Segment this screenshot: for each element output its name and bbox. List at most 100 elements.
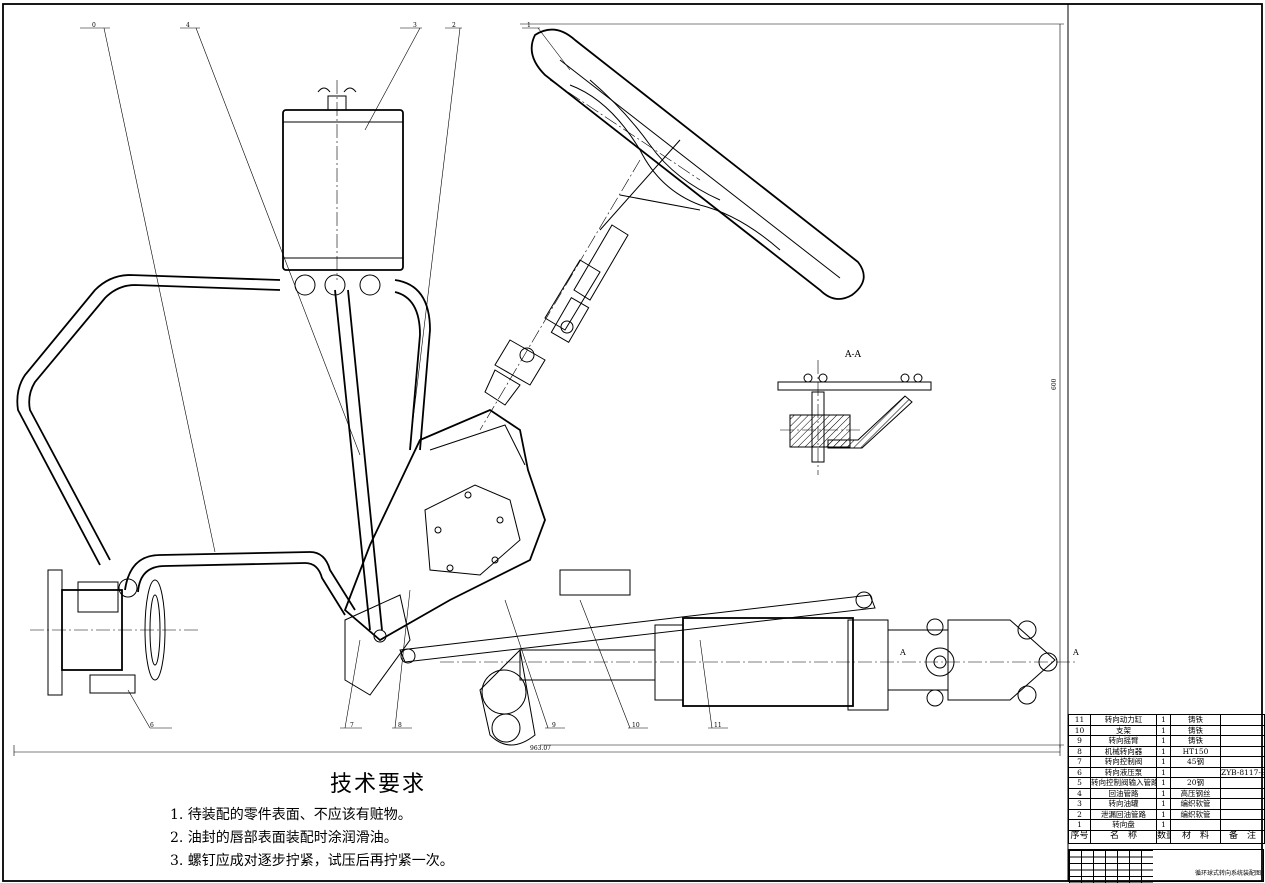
- parts-cell-remark: [1220, 787, 1265, 799]
- width-dimension: 963.07: [530, 745, 551, 752]
- technical-requirements: 技术要求 1. 待装配的零件表面、不应该有赃物。 2. 油封的唇部表面装配时涂润…: [170, 766, 670, 873]
- parts-cell-qty: 1: [1156, 808, 1171, 820]
- parts-cell-name: 回油管路: [1090, 787, 1157, 799]
- parts-cell-material: 铸铁: [1170, 724, 1221, 736]
- parts-cell-remark: [1220, 777, 1265, 789]
- parts-cell-qty: 1: [1156, 724, 1171, 736]
- tech-req-item: 2. 油封的唇部表面装配时涂润滑油。: [170, 830, 398, 846]
- parts-cell-no: 10: [1068, 724, 1091, 736]
- steering-arm: [399, 591, 876, 746]
- section-view-title: A-A: [844, 350, 862, 360]
- hydraulic-pipes: [16, 274, 431, 631]
- section-arrow-right: A: [1072, 648, 1079, 657]
- parts-cell-material: 编织软管: [1170, 808, 1221, 820]
- header-qty: 数量: [1156, 829, 1171, 844]
- parts-cell-qty: 1: [1156, 735, 1171, 747]
- parts-cell-qty: 1: [1156, 714, 1171, 726]
- parts-cell-qty: 1: [1156, 766, 1171, 778]
- label-8: 8: [398, 722, 402, 729]
- label-7: 7: [350, 722, 354, 729]
- header-no: 序号: [1068, 829, 1091, 844]
- section-arrow-left: A: [899, 648, 906, 657]
- parts-cell-qty: 1: [1156, 819, 1171, 831]
- parts-cell-name: 支架: [1090, 724, 1157, 736]
- parts-cell-no: 6: [1068, 766, 1091, 778]
- parts-cell-remark: [1220, 714, 1265, 726]
- parts-cell-remark: [1220, 798, 1265, 810]
- parts-cell-no: 3: [1068, 798, 1091, 810]
- tech-req-item: 1. 待装配的零件表面、不应该有赃物。: [170, 807, 412, 823]
- parts-cell-material: 45钢: [1170, 756, 1221, 768]
- parts-list-header: 序号 名 称 数量 材 料 备 注: [1068, 829, 1265, 844]
- parts-cell-name: 转向摇臂: [1090, 735, 1157, 747]
- parts-cell-name: 转向控制阀输入管路: [1090, 777, 1157, 789]
- parts-cell-material: 20钢: [1170, 777, 1221, 789]
- parts-cell-material: HT150: [1170, 745, 1221, 757]
- parts-cell-name: 机械转向器: [1090, 745, 1157, 757]
- parts-cell-no: 7: [1068, 756, 1091, 768]
- label-10: 10: [632, 722, 640, 729]
- parts-cell-no: 4: [1068, 787, 1091, 799]
- overall-dimensions: [13, 23, 1064, 756]
- parts-cell-name: 转向控制阀: [1090, 756, 1157, 768]
- parts-cell-material: 高压钢丝: [1170, 787, 1221, 799]
- label-3: 3: [413, 22, 417, 29]
- parts-cell-name: 泄漏回油管路: [1090, 808, 1157, 820]
- parts-cell-no: 1: [1068, 819, 1091, 831]
- header-name: 名 称: [1090, 829, 1157, 844]
- parts-cell-material: [1170, 819, 1221, 831]
- label-1: 1: [527, 22, 531, 29]
- parts-cell-remark: [1220, 724, 1265, 736]
- label-9: 9: [552, 722, 556, 729]
- hydraulic-pump: [30, 569, 200, 696]
- parts-cell-qty: 1: [1156, 745, 1171, 757]
- parts-cell-remark: [1220, 735, 1265, 747]
- parts-cell-no: 11: [1068, 714, 1091, 726]
- label-6: 6: [150, 722, 154, 729]
- parts-cell-qty: 1: [1156, 777, 1171, 789]
- parts-cell-no: 8: [1068, 745, 1091, 757]
- parts-cell-material: 铸铁: [1170, 735, 1221, 747]
- height-dimension: 600: [1051, 378, 1058, 390]
- parts-cell-name: 转向动力缸: [1090, 714, 1157, 726]
- parts-cell-name: 转向盘: [1090, 819, 1157, 831]
- parts-cell-material: 编织软管: [1170, 798, 1221, 810]
- parts-cell-no: 9: [1068, 735, 1091, 747]
- parts-cell-material: [1170, 766, 1221, 778]
- oil-reservoir: [282, 80, 404, 280]
- parts-cell-remark: ZYB-8117-B: [1220, 766, 1265, 778]
- parts-cell-remark: [1220, 756, 1265, 768]
- label-11: 11: [714, 722, 722, 729]
- parts-cell-material: 铸铁: [1170, 714, 1221, 726]
- signature-grid: [1069, 850, 1153, 883]
- section-view-a-a: [777, 360, 932, 475]
- parts-cell-no: 5: [1068, 777, 1091, 789]
- steering-wheel: [530, 28, 865, 300]
- power-cylinder: [440, 617, 1075, 711]
- tech-req-title: 技术要求: [330, 772, 427, 797]
- tech-req-item: 3. 螺钉应成对逐步拧紧，试压后再拧紧一次。: [170, 853, 454, 869]
- label-0: 0: [92, 22, 96, 29]
- parts-cell-qty: 1: [1156, 787, 1171, 799]
- leader-lines-top: [80, 27, 571, 553]
- parts-cell-no: 2: [1068, 808, 1091, 820]
- parts-cell-name: 转向油罐: [1090, 798, 1157, 810]
- control-valve: [344, 594, 411, 696]
- drawing-name: 循环球式转向系统装配图: [1194, 870, 1261, 877]
- header-remark: 备 注: [1220, 829, 1265, 844]
- parts-cell-remark: [1220, 745, 1265, 757]
